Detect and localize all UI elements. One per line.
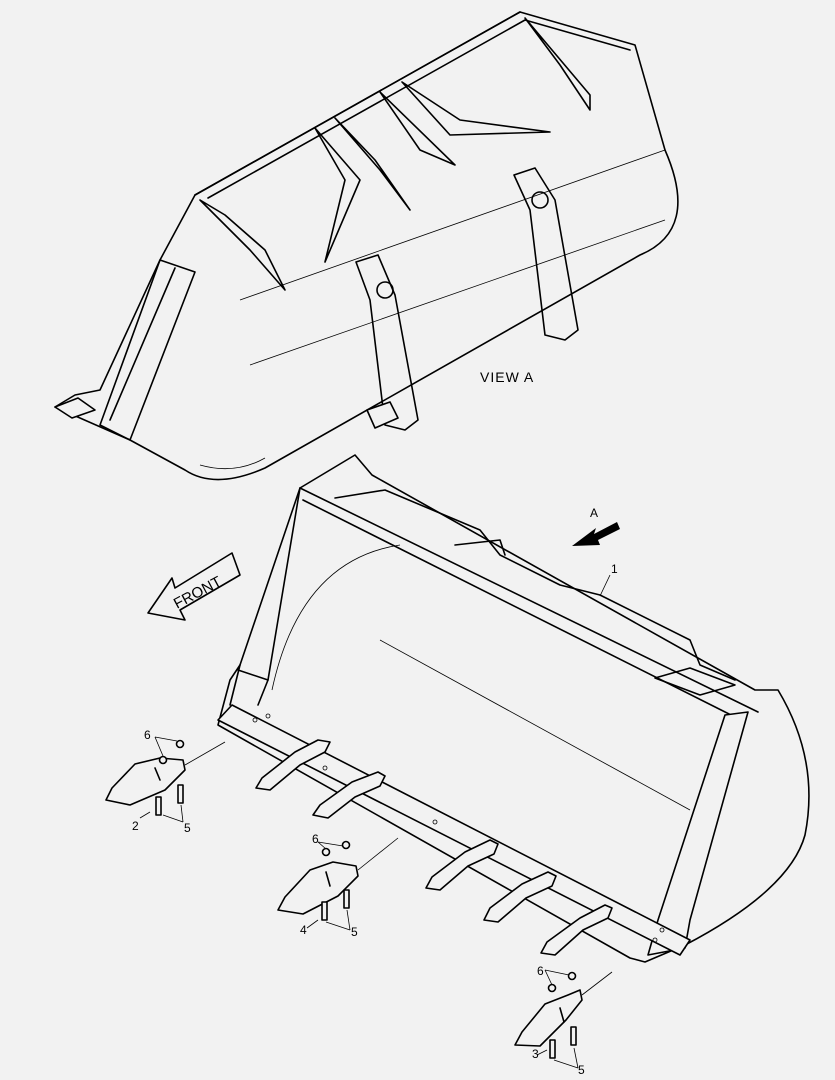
front-direction-arrow: FRONT	[147, 552, 241, 621]
bucket-rear-view	[54, 11, 679, 481]
view-a-arrow: A	[572, 506, 620, 546]
tooth-assembly-center: 6 4 5	[277, 832, 399, 939]
callout-tooth-left: 2	[132, 819, 139, 833]
bucket-front-view	[217, 454, 810, 963]
view-a-arrow-label: A	[590, 506, 598, 520]
callout-lock-left: 6	[144, 728, 151, 742]
callout-lock-center: 6	[312, 832, 319, 846]
callout-pin-right: 5	[578, 1063, 585, 1077]
tooth-assembly-left: 6 2 5	[105, 728, 226, 835]
callout-lock-right: 6	[537, 964, 544, 978]
view-a-label: VIEW A	[480, 369, 534, 385]
callout-pin-center: 5	[351, 925, 358, 939]
tooth-assembly-right: 6 3 5	[514, 964, 613, 1077]
callout-tooth-center: 4	[300, 923, 307, 937]
callout-pin-left: 5	[184, 821, 191, 835]
callout-tooth-right: 3	[532, 1047, 539, 1061]
callout-bucket: 1	[611, 562, 618, 576]
mounted-teeth	[255, 739, 613, 956]
